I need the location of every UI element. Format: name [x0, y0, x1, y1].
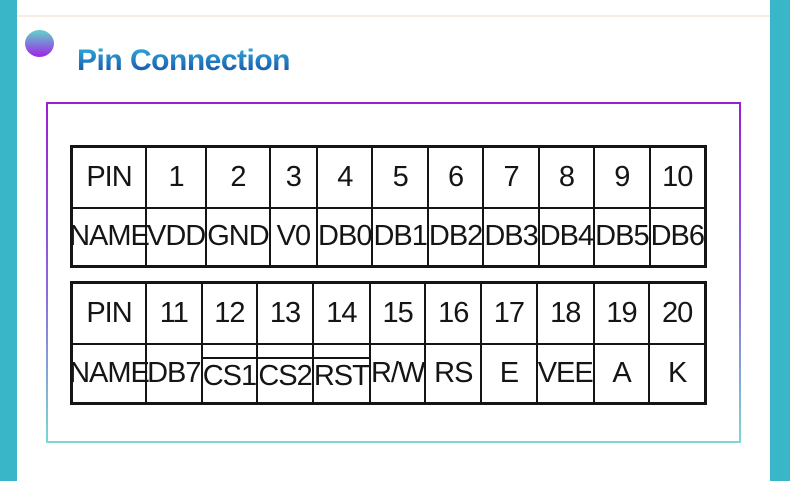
right-accent-bar — [770, 0, 790, 481]
pin-cell: VEE — [535, 343, 594, 402]
pin-cell: DB6 — [648, 206, 705, 265]
pin-cell: CS1 — [200, 343, 257, 402]
pin-cell: K — [648, 343, 704, 402]
pin-cell: DB7 — [145, 343, 202, 402]
pin-cell: 15 — [368, 284, 425, 343]
pin-cell: VDD — [145, 206, 206, 265]
pin-cell: 2 — [205, 148, 268, 207]
pin-cell: 4 — [316, 148, 371, 207]
pin-cell: 3 — [268, 148, 316, 207]
row-label-cell: NAME — [69, 206, 150, 266]
pin-cell: CS2 — [256, 343, 313, 402]
pin-cell: 10 — [648, 148, 704, 207]
pin-cell: 9 — [593, 148, 648, 207]
page-title: Pin Connection — [77, 44, 291, 78]
pin-cell: DB0 — [316, 206, 372, 265]
pin-cell: DB3 — [482, 206, 539, 265]
pin-cell: 5 — [371, 148, 426, 207]
pin-cell: GND — [205, 206, 270, 265]
pin-cell: DB1 — [371, 206, 428, 265]
pin-cell: 16 — [424, 284, 480, 343]
pin-cell: 18 — [535, 284, 593, 343]
row-label-cell: PIN — [86, 160, 132, 193]
top-divider-line — [17, 15, 770, 17]
pin-cell: 19 — [592, 284, 649, 343]
row-label-cell: NAME — [69, 343, 150, 402]
pin-cell: 7 — [482, 148, 537, 207]
pin-cell: DB2 — [426, 206, 483, 265]
pin-cell: 20 — [648, 284, 704, 343]
left-accent-bar — [0, 0, 17, 481]
pin-cell: RST — [311, 343, 370, 402]
row-label-cell: PIN — [86, 297, 132, 329]
pin-cell: 14 — [311, 284, 369, 343]
gradient-dot-icon — [25, 30, 54, 57]
pin-cell: DB4 — [537, 206, 594, 265]
pin-cell: DB5 — [593, 206, 650, 265]
pin-cell: 8 — [537, 148, 593, 207]
pin-cell: E — [480, 343, 536, 402]
pin-cell: 17 — [480, 284, 536, 343]
pin-cell: 11 — [145, 284, 201, 343]
pin-cell: RS — [424, 343, 481, 402]
pin-cell: 12 — [200, 284, 257, 343]
pin-cell: 1 — [145, 148, 205, 207]
pin-cell: 13 — [256, 284, 312, 343]
pin-cell: 6 — [426, 148, 482, 207]
pin-cell: V0 — [268, 206, 317, 265]
pin-cell: R/W — [368, 343, 425, 402]
pin-cell: A — [592, 343, 649, 402]
